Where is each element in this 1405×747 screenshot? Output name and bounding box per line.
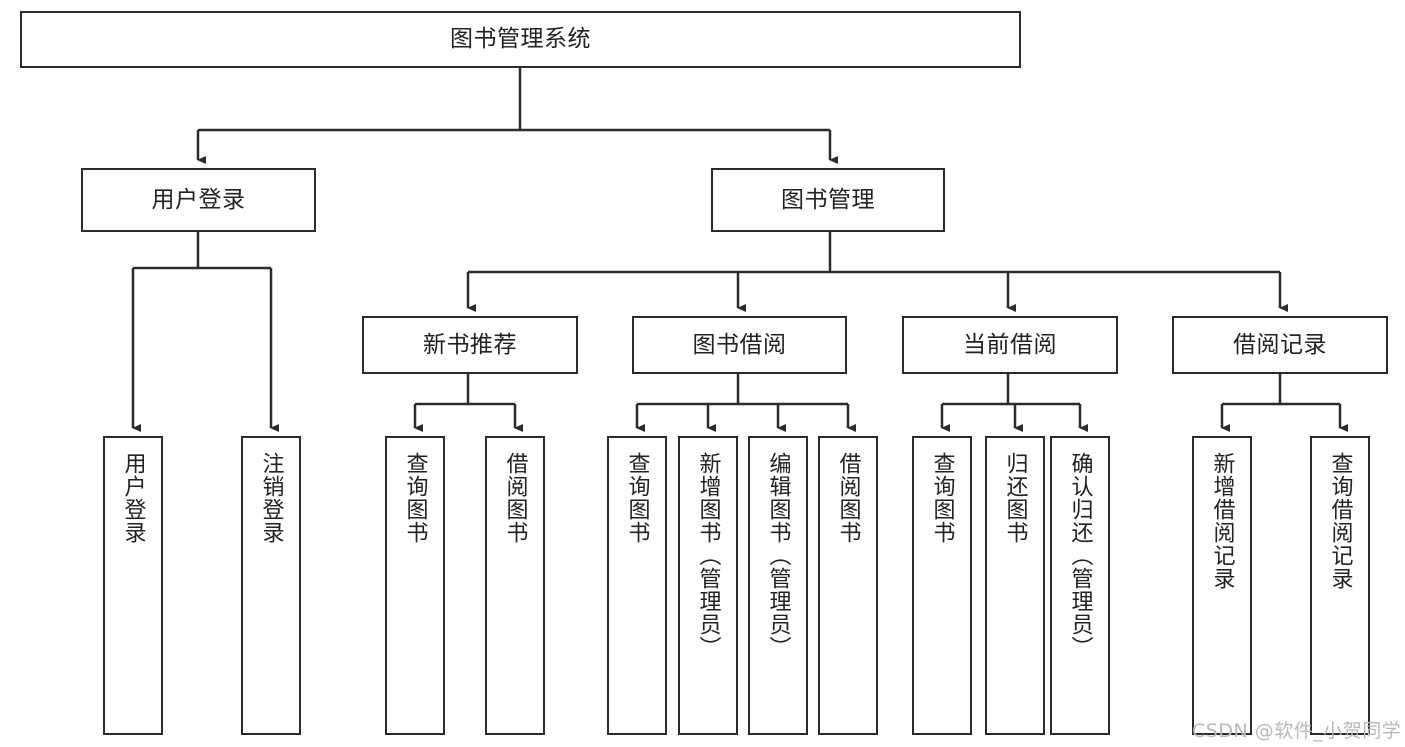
root-node-book-management-system[interactable]: 图书管理系统 (20, 11, 1021, 68)
root-node-book-management-system-label: 图书管理系统 (450, 26, 591, 53)
level3-node-2-label: 当前借阅 (963, 331, 1057, 358)
leaf-node-3-label: 借阅图书 (502, 452, 528, 544)
level2-node-1[interactable]: 图书管理 (711, 168, 945, 232)
leaf-node-10[interactable]: 确认归还（管理员） (1050, 436, 1110, 735)
leaf-node-4[interactable]: 查询图书 (607, 436, 667, 735)
leaf-node-2[interactable]: 查询图书 (385, 436, 445, 735)
level2-node-0-label: 用户登录 (151, 186, 246, 213)
leaf-node-3[interactable]: 借阅图书 (485, 436, 545, 735)
leaf-node-9[interactable]: 归还图书 (985, 436, 1045, 735)
leaf-node-12-label: 查询借阅记录 (1327, 452, 1353, 590)
level3-node-1[interactable]: 图书借阅 (632, 316, 847, 374)
level3-node-0-label: 新书推荐 (423, 331, 517, 358)
leaf-node-1[interactable]: 注销登录 (241, 436, 301, 735)
leaf-node-0[interactable]: 用户登录 (103, 436, 163, 735)
leaf-node-0-label: 用户登录 (120, 452, 146, 544)
leaf-node-11[interactable]: 新增借阅记录 (1192, 436, 1252, 735)
leaf-node-7-label: 借阅图书 (835, 452, 861, 544)
level3-node-1-label: 图书借阅 (692, 331, 787, 358)
level3-node-3-label: 借阅记录 (1233, 331, 1327, 358)
leaf-node-12[interactable]: 查询借阅记录 (1310, 436, 1370, 735)
leaf-node-2-label: 查询图书 (402, 452, 428, 544)
leaf-node-6[interactable]: 编辑图书（管理员） (748, 436, 808, 735)
leaf-node-8-label: 查询图书 (929, 452, 955, 544)
leaf-node-9-label: 归还图书 (1002, 452, 1028, 544)
leaf-node-5-label: 新增图书（管理员） (695, 452, 721, 659)
leaf-node-6-label: 编辑图书（管理员） (765, 452, 791, 659)
leaf-node-5[interactable]: 新增图书（管理员） (678, 436, 738, 735)
leaf-node-11-label: 新增借阅记录 (1209, 452, 1235, 590)
level3-node-2[interactable]: 当前借阅 (902, 316, 1118, 374)
leaf-node-10-label: 确认归还（管理员） (1067, 452, 1093, 659)
level3-node-3[interactable]: 借阅记录 (1172, 316, 1388, 374)
leaf-node-8[interactable]: 查询图书 (912, 436, 972, 735)
level2-node-0[interactable]: 用户登录 (81, 168, 316, 232)
level2-node-1-label: 图书管理 (781, 186, 875, 213)
leaf-node-4-label: 查询图书 (624, 452, 650, 544)
level3-node-0[interactable]: 新书推荐 (362, 316, 578, 374)
leaf-node-7[interactable]: 借阅图书 (818, 436, 878, 735)
leaf-node-1-label: 注销登录 (258, 452, 284, 544)
